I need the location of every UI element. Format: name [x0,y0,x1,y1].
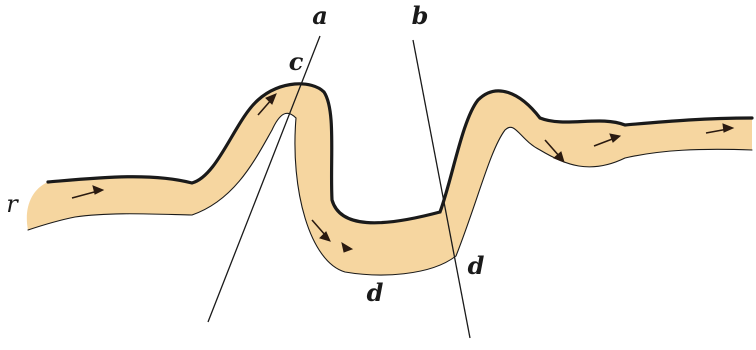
label-b: b [412,1,429,30]
flow-arrow-icon [311,219,331,242]
flow-arrow-icon [257,93,277,116]
label-c: c [289,47,304,76]
flow-arrow-icon [341,241,354,253]
flow-arrow-icon [544,139,565,163]
flow-arrows [71,93,735,253]
label-a: a [312,1,328,30]
label-r: r [6,190,19,218]
river-bank-lower [27,112,753,276]
river-fill [26,83,752,275]
river-bank-upper [46,82,754,225]
label-d-lower: d [367,278,384,307]
section-line-a [207,35,321,323]
flow-arrow-icon [705,123,735,134]
label-d-right: d [468,251,485,280]
flow-arrow-icon [71,185,105,199]
flow-arrow-icon [593,133,622,147]
section-line-b [412,39,471,339]
river-channel [26,82,754,276]
